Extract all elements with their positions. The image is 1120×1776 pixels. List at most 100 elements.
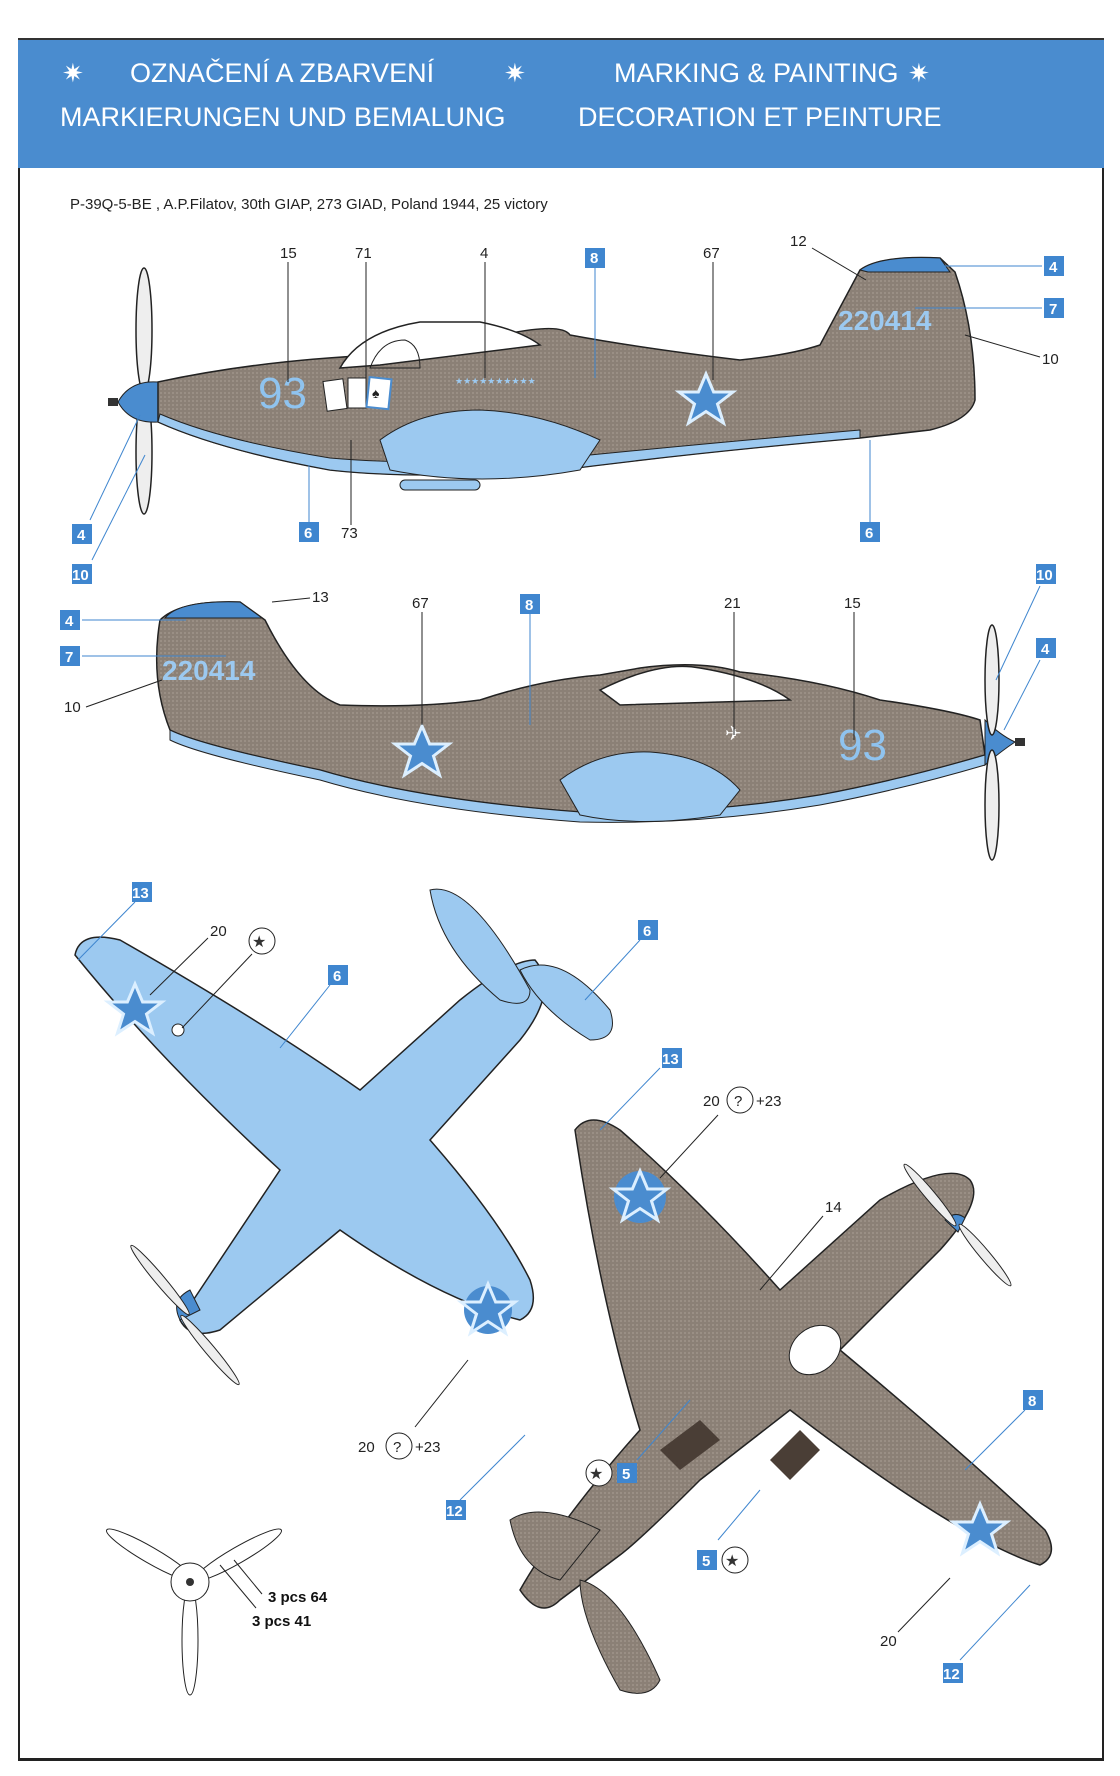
paint-box: 4 bbox=[72, 524, 92, 544]
side-view-left: ♠ ★★★★★★★★★★ 93 220414 15 71 4 67 12 10 … bbox=[72, 233, 1064, 584]
guards-emblem-icon: ✈ bbox=[725, 723, 742, 745]
paint-box: 12 bbox=[446, 1500, 466, 1520]
id-band bbox=[660, 1420, 720, 1470]
callout-label: 73 bbox=[341, 525, 358, 542]
svg-text:8: 8 bbox=[590, 250, 598, 267]
svg-text:4: 4 bbox=[1049, 259, 1058, 276]
star-stencil-icon bbox=[248, 927, 276, 955]
paint-box: 8 bbox=[1023, 1390, 1043, 1410]
paint-box: 6 bbox=[299, 522, 319, 542]
side-view-right: 220414 93 ✈ 13 67 21 15 10 4 7 8 10 4 bbox=[60, 564, 1056, 861]
question-mark: ? bbox=[393, 1439, 401, 1456]
paint-box: 13 bbox=[132, 882, 152, 902]
propeller-blade bbox=[903, 1163, 957, 1227]
svg-text:8: 8 bbox=[525, 597, 533, 614]
title-cz: OZNAČENÍ A ZBARVENÍ bbox=[130, 58, 435, 88]
aircraft-subtitle: P-39Q-5-BE , A.P.Filatov, 30th GIAP, 273… bbox=[70, 196, 548, 213]
fuselage-code: 93 bbox=[838, 721, 887, 770]
question-mark: ? bbox=[734, 1093, 742, 1110]
star-stencil-icon bbox=[585, 1459, 613, 1487]
question-icon bbox=[385, 1432, 413, 1460]
drop-tank bbox=[399, 479, 481, 491]
spinner-tip bbox=[108, 398, 118, 406]
callout-label: 12 bbox=[790, 233, 807, 250]
callout-label: 67 bbox=[703, 245, 720, 262]
topside-silhouette bbox=[519, 1119, 1053, 1609]
callout-label: 20 bbox=[703, 1093, 720, 1110]
star-icon: ✷ bbox=[504, 58, 526, 88]
landing-light bbox=[171, 1023, 185, 1037]
svg-text:7: 7 bbox=[1049, 301, 1057, 318]
victory-stars: ★★★★★★★★★★ bbox=[455, 376, 536, 386]
callout-label: 10 bbox=[1042, 351, 1059, 368]
svg-text:8: 8 bbox=[1028, 1393, 1036, 1410]
star-icon: ★ bbox=[725, 1553, 739, 1570]
spinner-tip bbox=[1015, 738, 1025, 746]
callout-label: +23 bbox=[415, 1439, 440, 1456]
paint-box: 10 bbox=[72, 564, 92, 584]
tail-serial: 220414 bbox=[162, 655, 256, 686]
svg-text:6: 6 bbox=[643, 923, 651, 940]
star-icon: ✷ bbox=[62, 58, 84, 88]
paint-box: 13 bbox=[662, 1048, 682, 1068]
callout-label: +23 bbox=[756, 1093, 781, 1110]
callout-label: 20 bbox=[358, 1439, 375, 1456]
svg-text:6: 6 bbox=[304, 525, 312, 542]
card-king bbox=[322, 378, 348, 412]
card-ace-spades bbox=[365, 375, 393, 411]
callout-label: 20 bbox=[210, 923, 227, 940]
callout-label: 67 bbox=[412, 595, 429, 612]
paint-box: 7 bbox=[1044, 298, 1064, 318]
svg-text:12: 12 bbox=[446, 1503, 463, 1520]
top-view: 20 ? +23 14 20 13 8 ★ 5 5 ★ 12 bbox=[509, 1048, 1053, 1694]
fuselage-code: 93 bbox=[258, 369, 307, 418]
title-en: MARKING & PAINTING bbox=[614, 58, 899, 88]
paint-box: 5 bbox=[617, 1463, 637, 1483]
tail-tip bbox=[858, 257, 951, 273]
wing-root bbox=[379, 409, 601, 480]
propeller-blade bbox=[984, 749, 1000, 861]
star-icon: ★ bbox=[589, 1466, 603, 1483]
propeller-note: 3 pcs 64 bbox=[268, 1589, 328, 1606]
callout-label: 15 bbox=[280, 245, 297, 262]
canopy bbox=[788, 1324, 842, 1376]
svg-text:6: 6 bbox=[333, 968, 341, 985]
page-header: ✷ OZNAČENÍ A ZBARVENÍ ✷ MARKING & PAINTI… bbox=[18, 38, 1104, 168]
svg-text:4: 4 bbox=[77, 527, 86, 544]
title-de: MARKIERUNGEN UND BEMALUNG bbox=[60, 102, 506, 132]
paint-box: 6 bbox=[860, 522, 880, 542]
paint-box: 7 bbox=[60, 646, 80, 666]
stabilizer bbox=[519, 964, 613, 1041]
svg-text:★★★★★★★★★★: ★★★★★★★★★★ bbox=[455, 376, 536, 386]
propeller-detail: 3 pcs 64 3 pcs 41 bbox=[106, 1528, 328, 1696]
paint-box: 4 bbox=[1044, 256, 1064, 276]
tail-tip bbox=[163, 601, 264, 619]
svg-text:7: 7 bbox=[65, 649, 73, 666]
underside-silhouette bbox=[74, 936, 546, 1335]
propeller-blade bbox=[180, 1314, 240, 1386]
star-stencil-icon bbox=[721, 1546, 749, 1574]
canopy bbox=[598, 665, 793, 706]
callout-label: 20 bbox=[880, 1633, 897, 1650]
svg-text:5: 5 bbox=[702, 1553, 710, 1570]
id-band bbox=[770, 1430, 820, 1480]
wing-root bbox=[559, 751, 741, 822]
svg-text:10: 10 bbox=[72, 567, 89, 584]
propeller-blade bbox=[958, 1223, 1012, 1287]
propeller-note: 3 pcs 41 bbox=[252, 1613, 311, 1630]
underside bbox=[157, 413, 861, 476]
paint-box: 4 bbox=[1036, 638, 1056, 658]
card-five bbox=[347, 377, 367, 409]
question-icon bbox=[726, 1086, 754, 1114]
svg-text:5: 5 bbox=[622, 1466, 630, 1483]
callout-label: 14 bbox=[825, 1199, 842, 1216]
callout-label: 10 bbox=[64, 699, 81, 716]
stabilizer bbox=[429, 888, 531, 1004]
paint-box: 5 bbox=[697, 1550, 717, 1570]
svg-text:13: 13 bbox=[662, 1051, 679, 1068]
hub-center bbox=[186, 1578, 194, 1586]
paint-box: 10 bbox=[1036, 564, 1056, 584]
canopy bbox=[338, 321, 542, 369]
bottom-view: 20 ★ 20 ? +23 13 6 6 12 bbox=[74, 882, 658, 1520]
star-icon: ✷ bbox=[908, 58, 930, 88]
